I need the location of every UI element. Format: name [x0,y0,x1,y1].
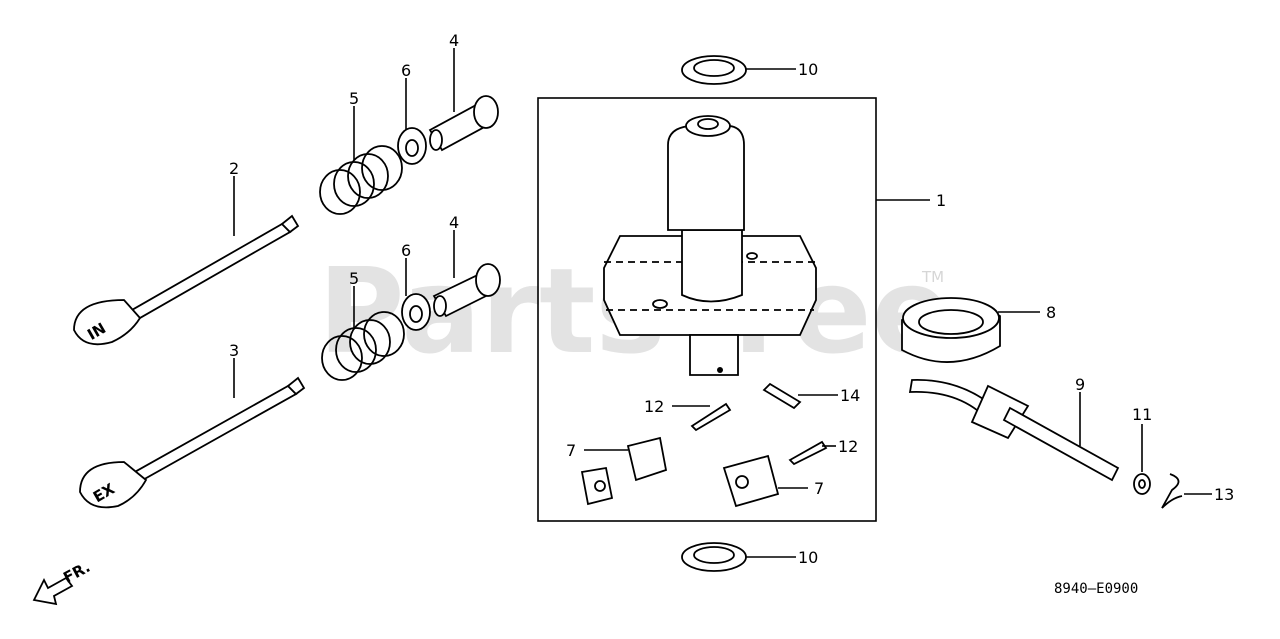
diagram-code: 8940–E0900 [1054,581,1138,597]
part-7-weight-right[interactable] [722,454,780,508]
leader-lines [233,48,1212,558]
part-7-weight-left[interactable] [580,436,668,506]
callout-10-bottom: 10 [798,548,818,567]
callout-6-top: 6 [401,61,411,80]
callout-7-right: 7 [814,479,824,498]
part-4-tappet-bottom[interactable] [432,263,501,318]
watermark-trademark: TM [921,268,944,286]
callout-7-left: 7 [566,441,576,460]
part-8-seal-ring[interactable] [901,297,1001,363]
callout-5-top: 5 [349,89,359,108]
callout-13: 13 [1214,485,1234,504]
part-2-intake-valve[interactable] [73,214,300,346]
part-13-clip[interactable] [1161,473,1183,509]
callout-14: 14 [840,386,860,405]
callout-6-bottom: 6 [401,241,411,260]
front-direction-arrow [32,576,74,606]
callout-11: 11 [1132,405,1152,424]
callout-5-bottom: 5 [349,269,359,288]
part-12-pin-upper[interactable] [690,402,732,432]
callout-12-lower: 12 [838,437,858,456]
part-1-camshaft[interactable] [603,115,817,376]
callout-12-upper: 12 [644,397,664,416]
part-3-exhaust-valve[interactable] [79,376,306,509]
part-11-washer[interactable] [1133,473,1151,495]
part-10-washer-bottom[interactable] [681,542,747,572]
camshaft-assembly-box [537,97,877,522]
callout-8: 8 [1046,303,1056,322]
part-6-spring-retainer-top[interactable] [397,127,427,165]
callout-4-bottom: 4 [449,213,459,232]
part-9-governor-fork[interactable] [908,379,1120,482]
part-10-washer-top[interactable] [681,55,747,85]
callout-2: 2 [229,159,239,178]
part-5-valve-spring-top[interactable] [319,145,403,215]
callout-9: 9 [1075,375,1085,394]
part-4-tappet-top[interactable] [428,95,499,152]
part-5-valve-spring-bottom[interactable] [321,311,405,381]
callout-10-top: 10 [798,60,818,79]
callout-4-top: 4 [449,31,459,50]
part-6-spring-retainer-bottom[interactable] [401,293,431,331]
part-12-pin-lower[interactable] [788,440,828,466]
callout-3: 3 [229,341,239,360]
callout-1: 1 [936,191,946,210]
part-14-pin[interactable] [762,382,802,410]
